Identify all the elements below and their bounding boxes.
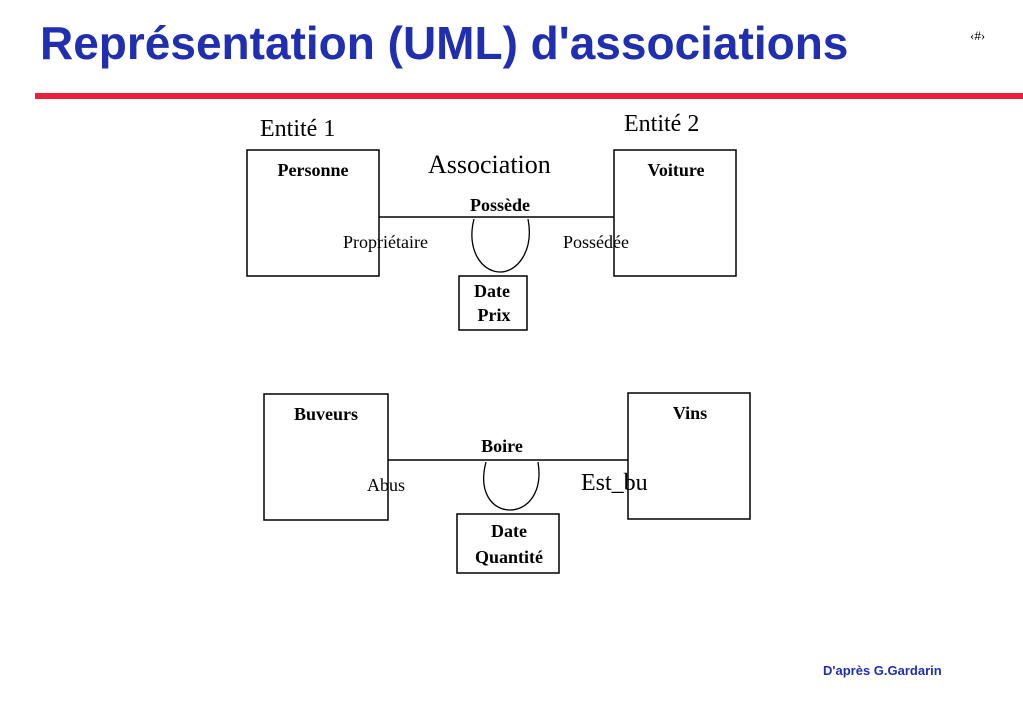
attribute-quantite: Quantité <box>475 547 543 567</box>
association-class-link-1 <box>471 218 530 273</box>
entity-name-personne: Personne <box>278 160 349 180</box>
page-number-marker: ‹#› <box>970 28 986 43</box>
role-est-bu: Est_bu <box>581 470 648 496</box>
role-proprietaire: Propriétaire <box>343 232 428 252</box>
association-class-link-2 <box>483 461 540 511</box>
entity1-caption: Entité 1 <box>260 116 335 142</box>
entity-box-vins <box>627 392 751 520</box>
entity-box-personne <box>246 149 380 277</box>
attribute-prix: Prix <box>478 305 511 325</box>
entity-box-voiture <box>613 149 737 277</box>
attribute-date-1: Date <box>474 281 510 301</box>
association-diagram-2: Buveurs Vins Boire Abus Est_bu Date Quan… <box>263 392 751 574</box>
entity-name-buveurs: Buveurs <box>294 404 358 424</box>
association-name-possede: Possède <box>470 195 530 215</box>
entity-name-voiture: Voiture <box>647 160 704 180</box>
role-possedee: Possédée <box>563 232 629 252</box>
title-divider <box>35 93 1023 99</box>
slide-title: Représentation (UML) d'associations <box>40 17 849 69</box>
attribute-box-2 <box>456 513 560 574</box>
attribute-date-2: Date <box>491 521 527 541</box>
association-diagram-1: Entité 1 Entité 2 Association Personne V… <box>246 111 737 331</box>
attribute-box-1 <box>458 275 528 331</box>
association-name-boire: Boire <box>481 436 523 456</box>
association-caption: Association <box>428 150 551 179</box>
footer-credit: D'après G.Gardarin <box>823 663 942 678</box>
role-abus: Abus <box>367 475 405 495</box>
entity-name-vins: Vins <box>673 403 707 423</box>
entity2-caption: Entité 2 <box>624 111 699 137</box>
entity-box-buveurs <box>263 393 389 521</box>
